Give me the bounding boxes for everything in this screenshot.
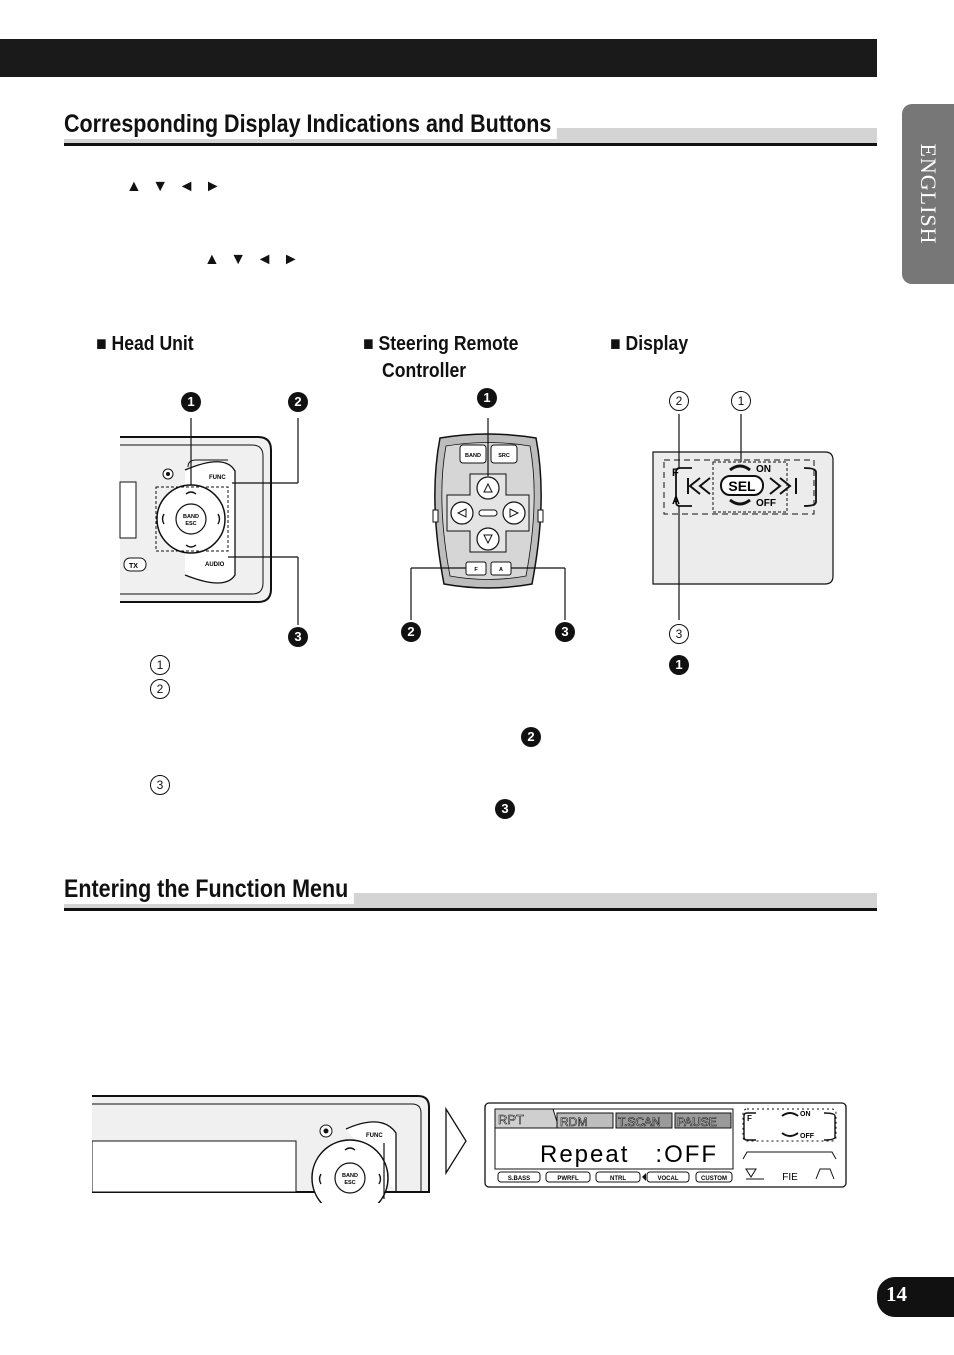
lcd-eq-custom: CUSTOM — [701, 1176, 727, 1182]
callout-1: 1 — [477, 388, 497, 408]
callout-3: 3 — [555, 622, 575, 642]
callout-2: 2 — [401, 622, 421, 642]
callout-circled-3: 3 — [669, 624, 689, 644]
head-unit-figure: BAND ESC FUNC AUDIO TX — [119, 418, 299, 625]
lcd-eq-sbass: S.BASS — [508, 1176, 530, 1182]
lcd-fie-label: FIE — [782, 1172, 798, 1183]
display-on-label: ON — [756, 464, 771, 475]
tx-label: TX — [129, 563, 138, 570]
lcd-f-label: F — [747, 1114, 752, 1123]
callout-circled-1: 1 — [731, 391, 751, 411]
legend-circled-1: 1 — [150, 655, 170, 675]
section-title-rule — [64, 908, 877, 911]
lcd-tab-tscan: T.SCAN — [618, 1115, 661, 1129]
lcd-eq-vocal: VOCAL — [658, 1176, 679, 1182]
display-off-label: OFF — [756, 498, 776, 509]
callout-circled-2: 2 — [669, 391, 689, 411]
callout-2: 2 — [288, 392, 308, 412]
legend-circled-2: 2 — [150, 679, 170, 699]
head-unit-func-figure: BAND ESC FUNC — [92, 1095, 430, 1203]
language-tab-label: ENGLISH — [916, 143, 941, 245]
lcd-display: RPT RDM T.SCAN PAUSE Repeat :OFF F ON OF… — [484, 1102, 847, 1188]
func-label: FUNC — [209, 475, 226, 481]
header-bar — [0, 39, 877, 77]
callout-1: 1 — [181, 392, 201, 412]
a-button-label: A — [499, 567, 503, 573]
lcd-tab-pause: PAUSE — [677, 1115, 717, 1129]
heading-steering-remote-2: Controller — [382, 360, 467, 382]
page-number-tab — [877, 1277, 954, 1317]
next-arrow-icon — [445, 1106, 467, 1176]
lcd-off-label: OFF — [800, 1133, 815, 1140]
display-figure: F A ON OFF SEL — [652, 414, 834, 620]
section-title-rule — [64, 143, 877, 146]
lcd-tab-rpt: RPT — [498, 1112, 524, 1127]
lcd-eq-ntrl: NTRL — [610, 1176, 626, 1182]
heading-display: ■ Display — [610, 333, 689, 355]
band-label: BAND — [342, 1173, 358, 1179]
arrow-keys-glyphs: ▲ ▼ ◄ ► — [204, 251, 302, 268]
section-title-function-menu: Entering the Function Menu — [64, 875, 354, 904]
section-title-display-buttons: Corresponding Display Indications and Bu… — [64, 110, 557, 139]
steering-remote-figure: BAND SRC F A — [410, 418, 566, 620]
arrow-keys-glyphs: ▲ ▼ ◄ ► — [126, 178, 224, 195]
esc-label: ESC — [185, 521, 196, 527]
audio-label: AUDIO — [205, 562, 225, 568]
lcd-on-label: ON — [800, 1111, 811, 1118]
callout-3: 3 — [288, 627, 308, 647]
lcd-tab-rdm: RDM — [560, 1115, 587, 1129]
heading-steering-remote: ■ Steering Remote — [363, 333, 519, 355]
page-number: 14 — [886, 1282, 907, 1306]
display-a-label: A — [672, 495, 680, 507]
callout-1: 1 — [669, 655, 689, 675]
legend-callout-2: 2 — [521, 727, 541, 747]
lcd-main-text: Repeat :OFF — [540, 1141, 718, 1168]
band-label: BAND — [465, 453, 481, 459]
band-label: BAND — [183, 514, 199, 520]
lcd-eq-pwrfl: PWRFL — [557, 1176, 579, 1182]
language-tab — [902, 104, 954, 284]
heading-head-unit: ■ Head Unit — [96, 333, 194, 355]
f-button-label: F — [474, 567, 478, 573]
legend-callout-3: 3 — [495, 799, 515, 819]
display-sel-label: SEL — [728, 478, 756, 494]
esc-label: ESC — [344, 1180, 355, 1186]
legend-circled-3: 3 — [150, 775, 170, 795]
func-label: FUNC — [366, 1133, 383, 1139]
src-label: SRC — [498, 453, 510, 459]
display-f-label: F — [672, 467, 679, 479]
